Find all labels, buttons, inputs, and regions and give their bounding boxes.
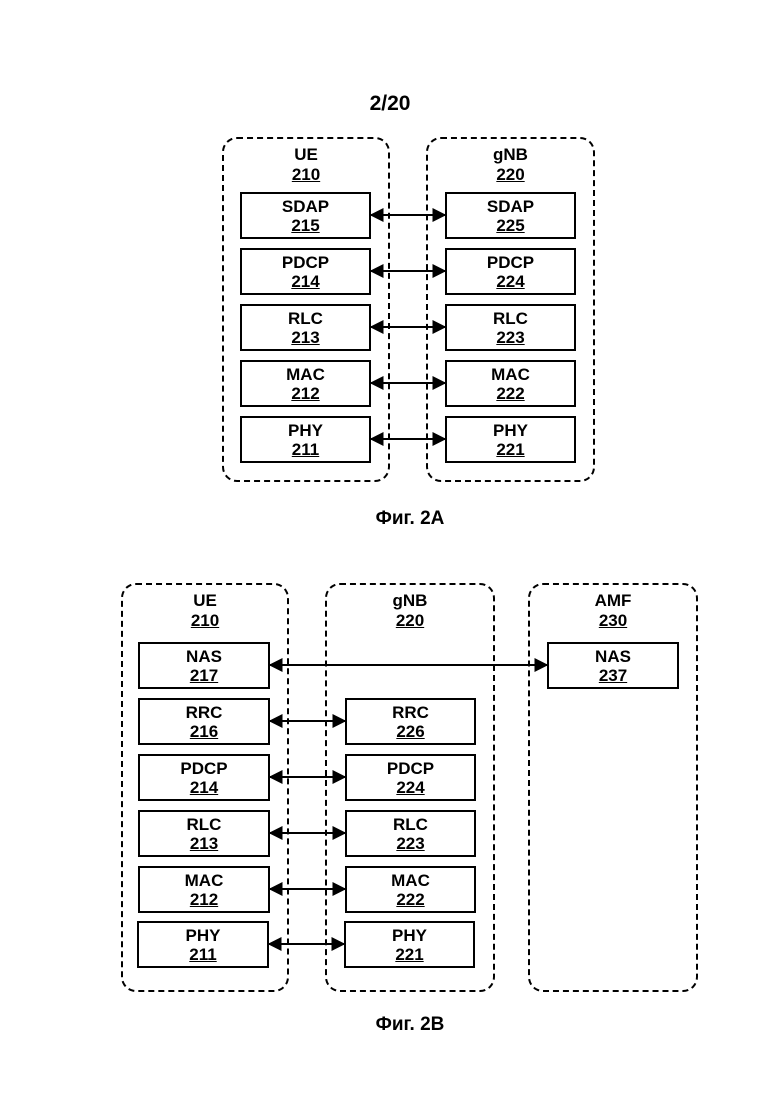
fig2a-gnb-rlc-box: RLC 223 xyxy=(445,304,576,351)
layer-num: 212 xyxy=(140,890,268,909)
layer-name: PDCP xyxy=(242,253,369,272)
layer-num: 221 xyxy=(447,440,574,459)
layer-num: 222 xyxy=(447,384,574,403)
layer-name: RLC xyxy=(140,815,268,834)
fig2b-amf-nas-box: NAS 237 xyxy=(547,642,679,689)
layer-name: PHY xyxy=(447,421,574,440)
layer-num: 224 xyxy=(347,778,474,797)
layer-num: 225 xyxy=(447,216,574,235)
layer-name: MAC xyxy=(447,365,574,384)
fig2b-ue-rlc-box: RLC 213 xyxy=(138,810,270,857)
layer-num: 212 xyxy=(242,384,369,403)
layer-num: 215 xyxy=(242,216,369,235)
fig2b-gnb-phy-box: PHY 221 xyxy=(344,921,475,968)
fig2a-gnb-phy-box: PHY 221 xyxy=(445,416,576,463)
fig2a-ue-pdcp-box: PDCP 214 xyxy=(240,248,371,295)
layer-name: RRC xyxy=(347,703,474,722)
fig2a-gnb-name: gNB xyxy=(493,145,528,164)
layer-num: 217 xyxy=(140,666,268,685)
fig2b-gnb-pdcp-box: PDCP 224 xyxy=(345,754,476,801)
fig2a-ue-phy-box: PHY 211 xyxy=(240,416,371,463)
fig2b-ue-num: 210 xyxy=(123,611,287,631)
layer-name: PDCP xyxy=(347,759,474,778)
fig2b-ue-header: UE 210 xyxy=(123,591,287,631)
layer-num: 222 xyxy=(347,890,474,909)
layer-num: 214 xyxy=(242,272,369,291)
layer-name: MAC xyxy=(242,365,369,384)
fig2a-gnb-num: 220 xyxy=(428,165,593,185)
layer-name: MAC xyxy=(347,871,474,890)
fig2b-amf-name: AMF xyxy=(595,591,632,610)
layer-num: 226 xyxy=(347,722,474,741)
fig2b-gnb-rrc-box: RRC 226 xyxy=(345,698,476,745)
fig2b-ue-name: UE xyxy=(193,591,217,610)
layer-name: PDCP xyxy=(140,759,268,778)
layer-num: 216 xyxy=(140,722,268,741)
fig2b-ue-nas-box: NAS 217 xyxy=(138,642,270,689)
fig2a-gnb-sdap-box: SDAP 225 xyxy=(445,192,576,239)
layer-name: MAC xyxy=(140,871,268,890)
fig2a-ue-sdap-box: SDAP 215 xyxy=(240,192,371,239)
fig2b-ue-phy-box: PHY 211 xyxy=(137,921,269,968)
layer-num: 237 xyxy=(549,666,677,685)
layer-num: 223 xyxy=(347,834,474,853)
layer-name: SDAP xyxy=(242,197,369,216)
layer-num: 211 xyxy=(242,440,369,459)
layer-num: 223 xyxy=(447,328,574,347)
fig2a-ue-mac-box: MAC 212 xyxy=(240,360,371,407)
fig2b-caption: Фиг. 2В xyxy=(0,1014,780,1036)
layer-name: PDCP xyxy=(447,253,574,272)
layer-name: PHY xyxy=(139,926,267,945)
layer-name: RLC xyxy=(242,309,369,328)
fig2b-gnb-rlc-box: RLC 223 xyxy=(345,810,476,857)
fig2b-gnb-name: gNB xyxy=(393,591,428,610)
fig2a-ue-rlc-box: RLC 213 xyxy=(240,304,371,351)
fig2a-caption: Фиг. 2А xyxy=(0,508,780,530)
fig2a-ue-num: 210 xyxy=(224,165,388,185)
fig2b-gnb-header: gNB 220 xyxy=(327,591,493,631)
fig2b-gnb-mac-box: MAC 222 xyxy=(345,866,476,913)
fig2a-gnb-mac-box: MAC 222 xyxy=(445,360,576,407)
layer-name: NAS xyxy=(140,647,268,666)
fig2b-ue-rrc-box: RRC 216 xyxy=(138,698,270,745)
layer-num: 224 xyxy=(447,272,574,291)
fig2b-amf-num: 230 xyxy=(530,611,696,631)
layer-name: RLC xyxy=(347,815,474,834)
layer-num: 214 xyxy=(140,778,268,797)
fig2b-amf-header: AMF 230 xyxy=(530,591,696,631)
fig2a-gnb-pdcp-box: PDCP 224 xyxy=(445,248,576,295)
layer-name: PHY xyxy=(346,926,473,945)
fig2b-ue-mac-box: MAC 212 xyxy=(138,866,270,913)
fig2a-gnb-header: gNB 220 xyxy=(428,145,593,185)
fig2a-ue-name: UE xyxy=(294,145,318,164)
layer-name: NAS xyxy=(549,647,677,666)
layer-name: SDAP xyxy=(447,197,574,216)
layer-num: 213 xyxy=(242,328,369,347)
fig2b-ue-pdcp-box: PDCP 214 xyxy=(138,754,270,801)
layer-num: 221 xyxy=(346,945,473,964)
layer-name: PHY xyxy=(242,421,369,440)
fig2b-gnb-num: 220 xyxy=(327,611,493,631)
layer-num: 213 xyxy=(140,834,268,853)
layer-name: RLC xyxy=(447,309,574,328)
layer-num: 211 xyxy=(139,945,267,964)
fig2a-ue-header: UE 210 xyxy=(224,145,388,185)
layer-name: RRC xyxy=(140,703,268,722)
